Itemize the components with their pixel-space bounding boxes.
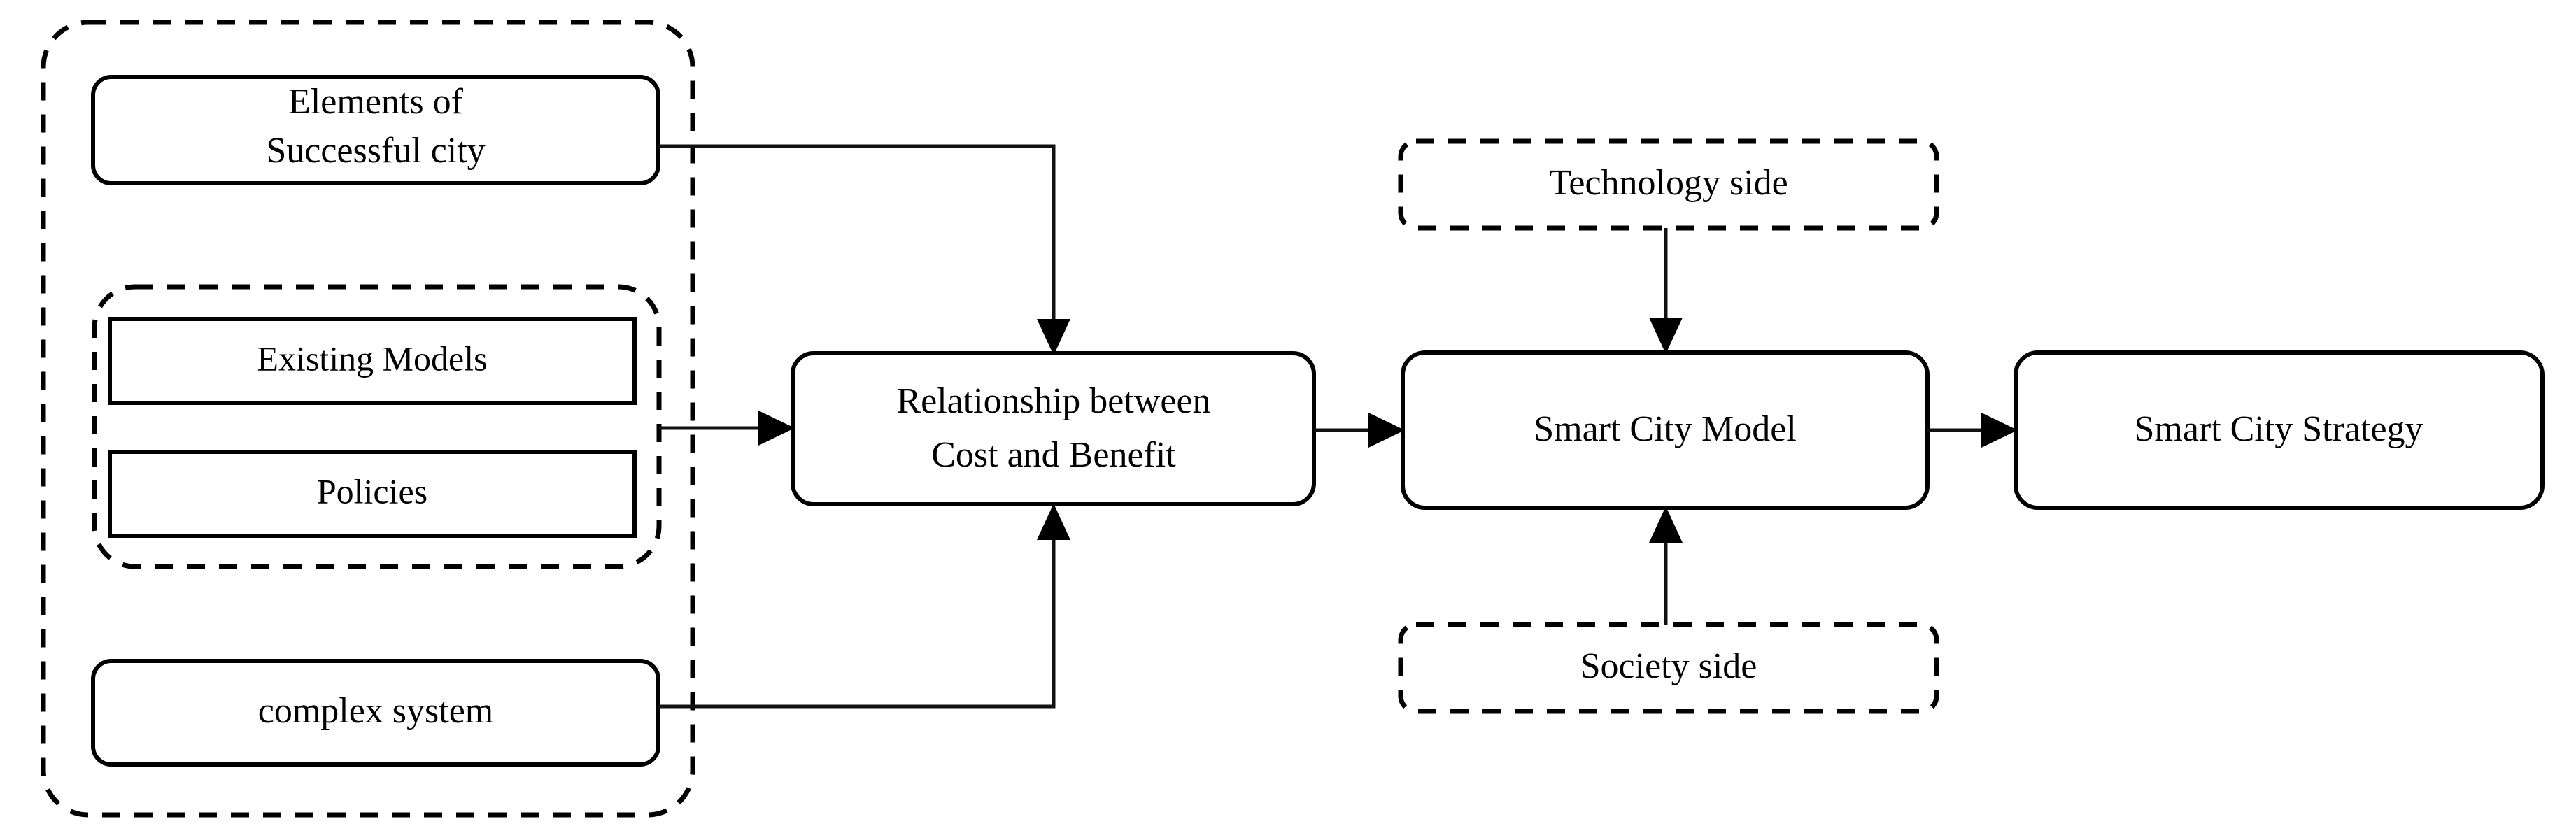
arrowhead-up-to-relationship — [1037, 504, 1070, 540]
arrowhead-up-to-smart-city-model — [1649, 506, 1683, 543]
relationship-cost-benefit-box[interactable] — [791, 351, 1316, 506]
edge-complex-system-to-relationship — [658, 504, 1070, 709]
elements-of-successful-city-label-line1: Elements of — [288, 82, 464, 122]
existing-models-label: Existing Models — [257, 339, 487, 378]
edge-relationship-to-smart-city-model — [1314, 413, 1405, 448]
edge-elements-to-relationship — [658, 144, 1070, 355]
elements-of-successful-city-label-line2: Successful city — [266, 131, 485, 171]
arrowhead-right-to-smart-city-model — [1368, 413, 1405, 448]
arrowhead-down-to-smart-city-model — [1649, 318, 1683, 354]
arrowhead-down-to-relationship — [1037, 319, 1070, 355]
elements-of-successful-city-box[interactable] — [91, 75, 660, 185]
society-side-label: Society side — [1580, 646, 1757, 686]
edge-society-side-to-smart-city-model — [1649, 506, 1683, 625]
edge-technology-side-to-smart-city-model — [1649, 228, 1683, 354]
edge-models-policies-to-relationship — [659, 411, 795, 446]
complex-system-label: complex system — [258, 691, 494, 731]
policies-box[interactable] — [108, 450, 637, 538]
relationship-cost-benefit-label-line2: Cost and Benefit — [931, 435, 1176, 475]
arrowhead-right-to-relationship — [758, 411, 795, 446]
society-side-box[interactable] — [1398, 622, 1939, 714]
technology-side-box[interactable] — [1398, 138, 1939, 231]
policies-label: Policies — [317, 471, 427, 511]
existing-models-box[interactable] — [108, 317, 637, 405]
outer-input-group — [41, 20, 695, 818]
smart-city-model-label: Smart City Model — [1534, 409, 1797, 449]
arrowhead-right-to-smart-city-strategy — [1981, 413, 2018, 448]
relationship-cost-benefit-label-line1: Relationship between — [896, 381, 1210, 421]
edge-smart-city-model-to-strategy — [1927, 413, 2018, 448]
complex-system-box[interactable] — [91, 659, 660, 767]
smart-city-strategy-label: Smart City Strategy — [2134, 409, 2423, 449]
technology-side-label: Technology side — [1549, 163, 1788, 203]
